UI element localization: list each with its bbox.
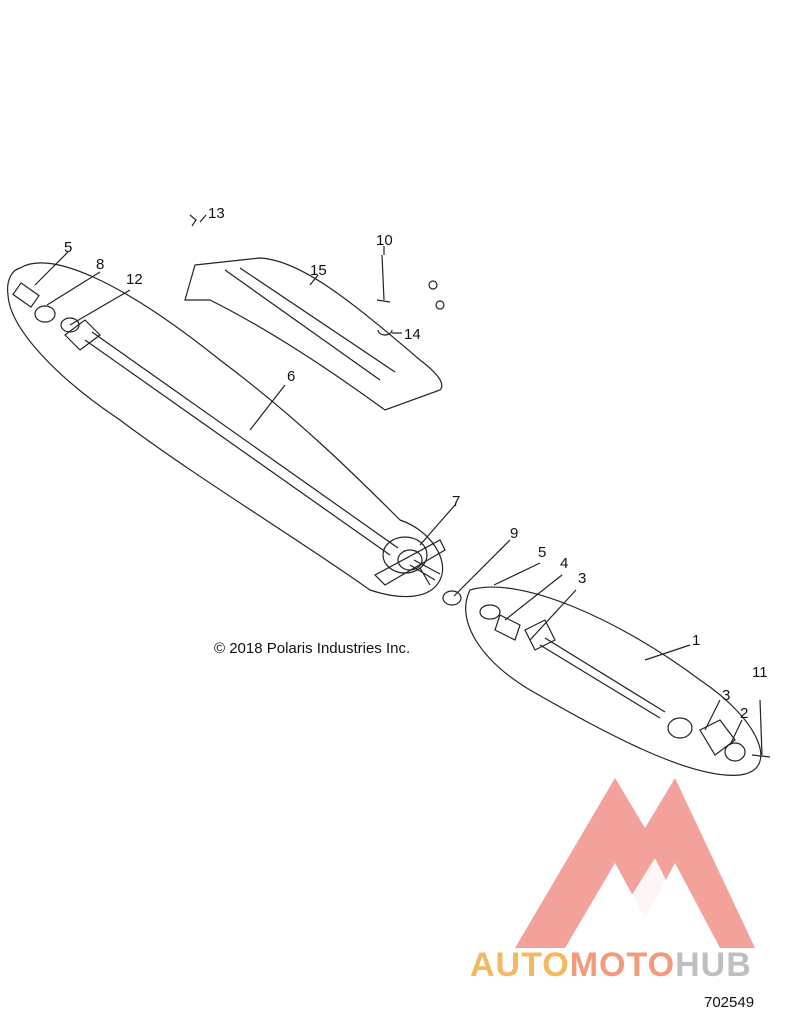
callout-3b: 3 [722, 687, 731, 704]
callout-5: 5 [64, 239, 73, 256]
rear-yoke-part-8 [12, 282, 40, 308]
bolt-part-10 [376, 254, 391, 303]
callout-1: 1 [692, 632, 701, 649]
snap-ring-part-9 [442, 590, 462, 606]
callout-10: 10 [376, 232, 393, 249]
callout-5b: 5 [538, 544, 547, 561]
rear-ujoint-part-12 [64, 319, 101, 351]
callout-9: 9 [510, 525, 519, 542]
callout-15: 15 [310, 262, 327, 279]
long-shaft-part-6 [84, 331, 399, 556]
callout-11: 11 [752, 664, 768, 681]
watermark-auto: AUTO [470, 946, 570, 984]
driveshaft-shield-part-15 [184, 257, 443, 411]
callout-2: 2 [740, 705, 749, 722]
callout-13: 13 [208, 205, 225, 222]
callout-14: 14 [404, 326, 421, 343]
rear-bearing [34, 305, 56, 323]
document-number: 702549 [704, 994, 755, 1011]
callout-3: 3 [578, 570, 587, 587]
watermark-hub: HUB [675, 946, 752, 984]
copyright-notice: © 2018 Polaris Industries Inc. [214, 640, 411, 657]
pin-part-11 [751, 699, 771, 758]
callout-12: 12 [126, 271, 143, 288]
callout-6: 6 [287, 368, 296, 385]
washer-part-14 [377, 329, 393, 336]
rear-shaft-group-outline [7, 262, 444, 598]
callout-8: 8 [96, 256, 105, 273]
callout-4: 4 [560, 555, 569, 572]
automotohub-watermark: AUTOMOTOHUB [470, 946, 752, 985]
front-shaft-group-outline [465, 586, 762, 776]
callout-7: 7 [452, 493, 461, 510]
front-shaft-part-1 [539, 637, 666, 719]
bolt-part-13 [189, 214, 197, 227]
splined-stub [409, 559, 441, 586]
automotohub-logo-icon [515, 778, 755, 948]
watermark-moto: MOTO [569, 946, 676, 984]
